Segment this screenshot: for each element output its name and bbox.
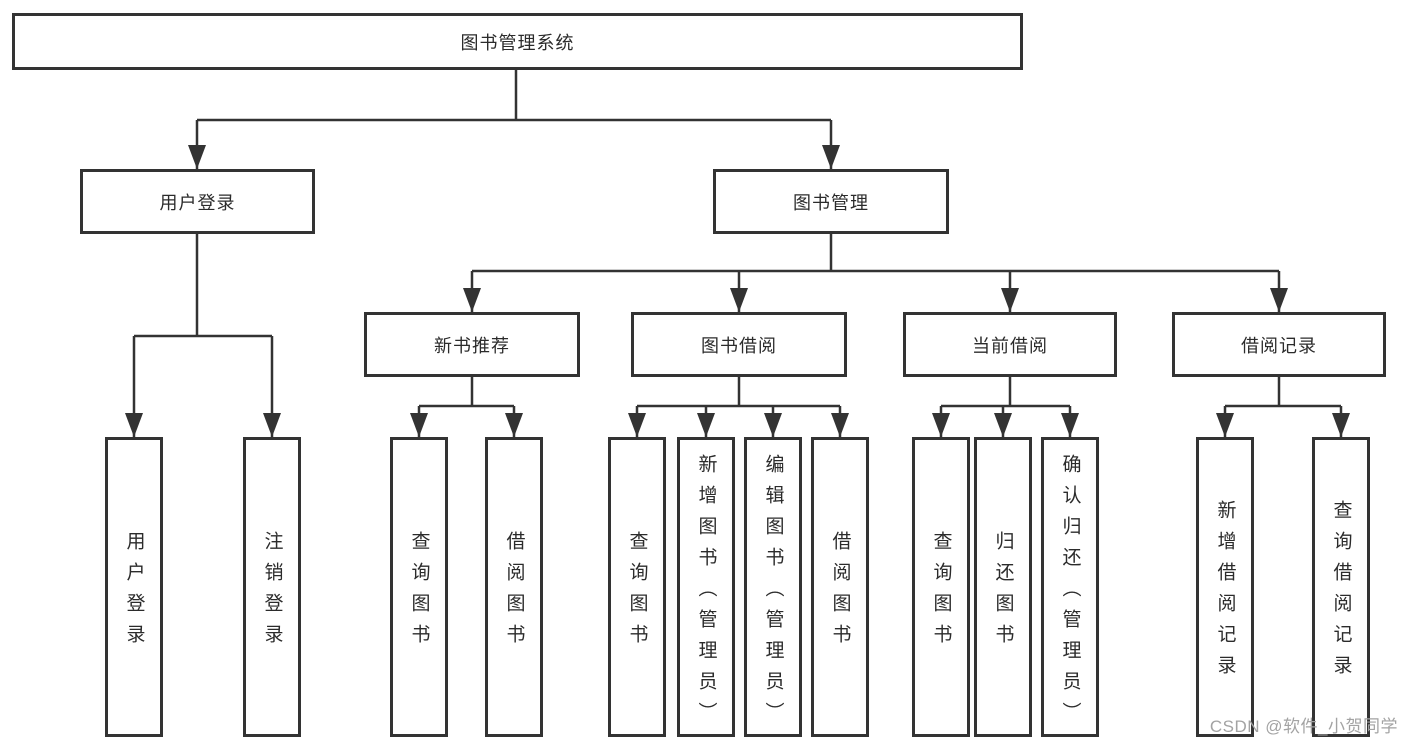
- node-label: 借阅图书: [503, 531, 525, 655]
- leaf-user-login: 用户登录: [105, 437, 163, 737]
- leaf-logout: 注销登录: [243, 437, 301, 737]
- node-root-system: 图书管理系统: [12, 13, 1023, 70]
- node-label: 新增借阅记录: [1214, 500, 1236, 686]
- leaf-return-books: 归还图书: [974, 437, 1032, 737]
- node-label: 借阅记录: [1241, 335, 1317, 356]
- node-borrow-records: 借阅记录: [1172, 312, 1386, 377]
- leaf-edit-books-admin: 编辑图书（管理员）: [744, 437, 802, 737]
- node-label: 查询图书: [626, 531, 648, 655]
- node-label: 图书借阅: [701, 335, 777, 356]
- node-label: 用户登录: [123, 531, 145, 655]
- node-book-management: 图书管理: [713, 169, 949, 234]
- node-label: 查询图书: [930, 531, 952, 655]
- leaf-add-borrow-record: 新增借阅记录: [1196, 437, 1254, 737]
- leaf-query-books-borrow: 查询图书: [608, 437, 666, 737]
- node-new-book-recommend: 新书推荐: [364, 312, 580, 377]
- leaf-borrow-books-recommend: 借阅图书: [485, 437, 543, 737]
- leaf-query-books-current: 查询图书: [912, 437, 970, 737]
- node-label: 注销登录: [261, 531, 283, 655]
- node-label: 当前借阅: [972, 335, 1048, 356]
- leaf-query-borrow-record: 查询借阅记录: [1312, 437, 1370, 737]
- node-label: 借阅图书: [829, 531, 851, 655]
- csdn-watermark: CSDN @软件_小贺同学: [1209, 717, 1398, 736]
- leaf-borrow-books: 借阅图书: [811, 437, 869, 737]
- node-label: 查询图书: [408, 531, 430, 655]
- node-label: 编辑图书（管理员）: [762, 453, 784, 733]
- node-user-login: 用户登录: [80, 169, 315, 234]
- node-current-borrow: 当前借阅: [903, 312, 1117, 377]
- leaf-confirm-return-admin: 确认归还（管理员）: [1041, 437, 1099, 737]
- node-label: 图书管理系统: [460, 32, 575, 53]
- node-label: 图书管理: [793, 192, 869, 213]
- node-label: 查询借阅记录: [1330, 500, 1352, 686]
- leaf-query-books-recommend: 查询图书: [390, 437, 448, 737]
- node-book-borrow: 图书借阅: [631, 312, 847, 377]
- node-label: 新书推荐: [434, 335, 510, 356]
- node-label: 确认归还（管理员）: [1059, 453, 1081, 733]
- leaf-add-books-admin: 新增图书（管理员）: [677, 437, 735, 737]
- node-label: 新增图书（管理员）: [695, 453, 717, 733]
- node-label: 归还图书: [992, 531, 1014, 655]
- node-label: 用户登录: [159, 192, 236, 213]
